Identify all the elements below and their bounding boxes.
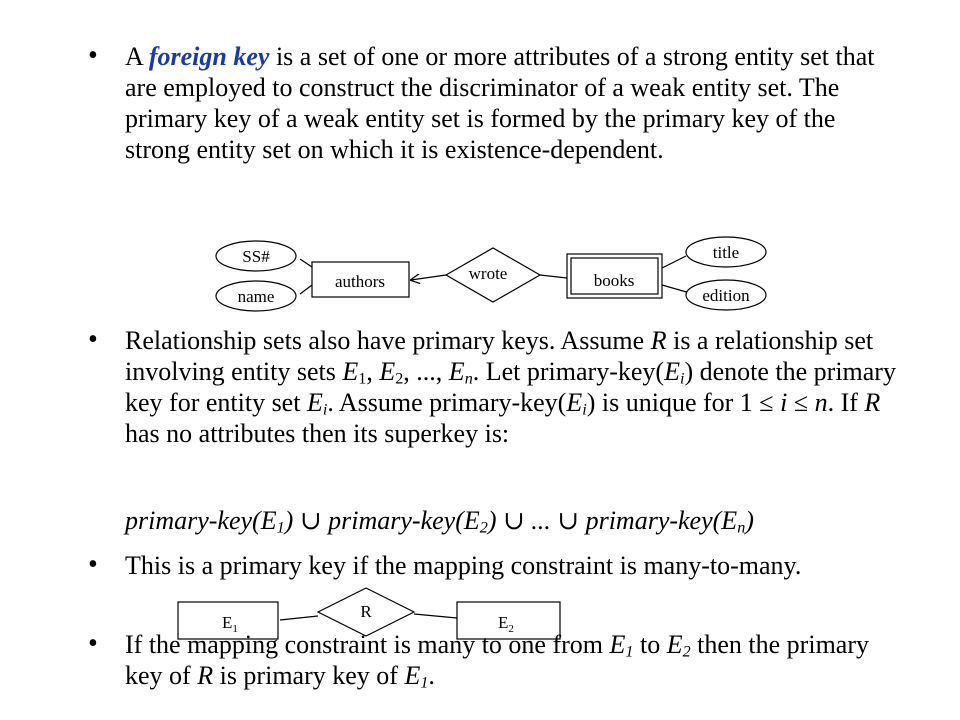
var-e: E	[666, 630, 683, 659]
text-fragment: then the primary key of	[125, 630, 869, 690]
relationship-wrote-diamond	[444, 247, 542, 303]
attribute-edition-label: edition	[702, 286, 750, 305]
attribute-ss-label: SS#	[242, 247, 270, 266]
entity-e2-letter: E	[498, 613, 508, 632]
text-fragment: ,	[366, 357, 380, 386]
var-e: E	[463, 506, 480, 535]
entity-e1-box	[177, 601, 279, 640]
subscript: i	[322, 401, 328, 419]
connector-line	[299, 284, 313, 295]
superkey-formula: primary-key(E1) ∪ primary-key(E2) ∪ ... …	[125, 505, 754, 536]
entity-e2-box	[456, 601, 561, 640]
subscript: 2	[395, 370, 404, 388]
var-n: n	[814, 388, 828, 417]
var-e: E	[379, 357, 396, 386]
attribute-ss-ellipse	[215, 240, 297, 272]
text-fragment: . If	[827, 388, 865, 417]
union-symbol: ∪	[293, 506, 329, 535]
text-fragment: is a set of one or more attributes of a …	[125, 42, 875, 164]
entity-e2-subscript: 2	[508, 623, 514, 635]
text-fragment: . Assume primary-key(	[327, 388, 567, 417]
arrow-line	[411, 275, 447, 280]
attribute-title-ellipse	[685, 236, 767, 268]
var-r: R	[650, 326, 667, 355]
relationship-r-diamond	[316, 587, 416, 637]
union-symbol: ∪	[496, 506, 532, 535]
var-e: E	[342, 357, 359, 386]
text-fragment: to	[633, 630, 667, 659]
entity-books-label: books	[594, 271, 635, 290]
bullet-marker-3: •	[88, 549, 98, 580]
text-fragment: is a relationship set involving entity s…	[125, 326, 874, 386]
subscript: 2	[682, 643, 691, 661]
connector-line	[413, 613, 458, 619]
connector-line	[661, 284, 691, 294]
var-r: R	[864, 388, 881, 417]
var-e: E	[306, 388, 323, 417]
entity-authors-label: authors	[335, 272, 385, 291]
relationship-wrote-label: wrote	[469, 264, 508, 283]
formula-fragment: ...	[531, 506, 551, 535]
bullet-foreign-key: A foreign key is a set of one or more at…	[125, 41, 905, 165]
formula-fragment: primary-key(	[585, 506, 722, 535]
foreign-key-term: foreign key	[148, 42, 270, 71]
subscript: 2	[479, 519, 488, 537]
text-fragment: has no attributes then its superkey is:	[125, 419, 510, 448]
connector-line	[299, 258, 313, 268]
subscript: 1	[358, 370, 367, 388]
bullet-many-to-many: This is a primary key if the mapping con…	[125, 551, 802, 580]
subscript: i	[679, 370, 685, 388]
text-fragment: . Let primary-key(	[472, 357, 665, 386]
var-e: E	[721, 506, 738, 535]
attribute-title-label: title	[713, 243, 739, 262]
attribute-edition-ellipse	[685, 279, 767, 311]
var-e: E	[448, 357, 465, 386]
subscript: 1	[625, 643, 634, 661]
bullet-marker-2: •	[88, 324, 98, 355]
subscript: n	[464, 370, 473, 388]
formula-fragment: )	[487, 506, 497, 535]
var-r: R	[197, 661, 214, 690]
var-i: i	[780, 388, 788, 417]
subscript: 1	[276, 519, 285, 537]
text-fragment: , ...,	[403, 357, 449, 386]
formula-fragment: )	[284, 506, 294, 535]
connector-line	[539, 274, 568, 279]
text-fragment: ) is unique for 1 ≤	[586, 388, 781, 417]
var-e: E	[566, 388, 583, 417]
subscript: 1	[420, 674, 429, 692]
var-e: E	[609, 630, 626, 659]
text-fragment: Relationship sets also have primary keys…	[125, 326, 651, 355]
entity-books-inner-box	[570, 257, 659, 295]
entity-e1-label: E1	[222, 613, 238, 635]
bullet-marker-1: •	[88, 40, 98, 71]
connector-line	[279, 615, 319, 621]
entity-authors-box	[311, 261, 410, 298]
attribute-name-ellipse	[215, 280, 297, 312]
bullet-relationship-keys: Relationship sets also have primary keys…	[125, 325, 905, 449]
text-fragment: ≤	[787, 388, 815, 417]
bullet-marker-4: •	[88, 628, 98, 659]
entity-e1-subscript: 1	[232, 623, 238, 635]
entity-e1-letter: E	[222, 613, 232, 632]
formula-fragment: )	[745, 506, 754, 535]
connector-line	[661, 255, 687, 269]
formula-fragment: primary-key(	[328, 506, 464, 535]
var-e: E	[260, 506, 277, 535]
text-fragment: ) denote the primary key for entity set	[125, 357, 896, 417]
attribute-name-label: name	[238, 287, 275, 306]
text-fragment: is primary key of	[213, 661, 405, 690]
text-fragment: A	[125, 42, 149, 71]
union-symbol: ∪	[550, 506, 586, 535]
var-e: E	[404, 661, 421, 690]
relationship-r-label: R	[360, 602, 372, 621]
subscript: n	[737, 519, 746, 537]
subscript: i	[582, 401, 587, 419]
var-e: E	[664, 357, 680, 386]
entity-e2-label: E2	[498, 613, 514, 635]
text-fragment: .	[428, 661, 435, 690]
formula-fragment: primary-key(	[125, 506, 261, 535]
